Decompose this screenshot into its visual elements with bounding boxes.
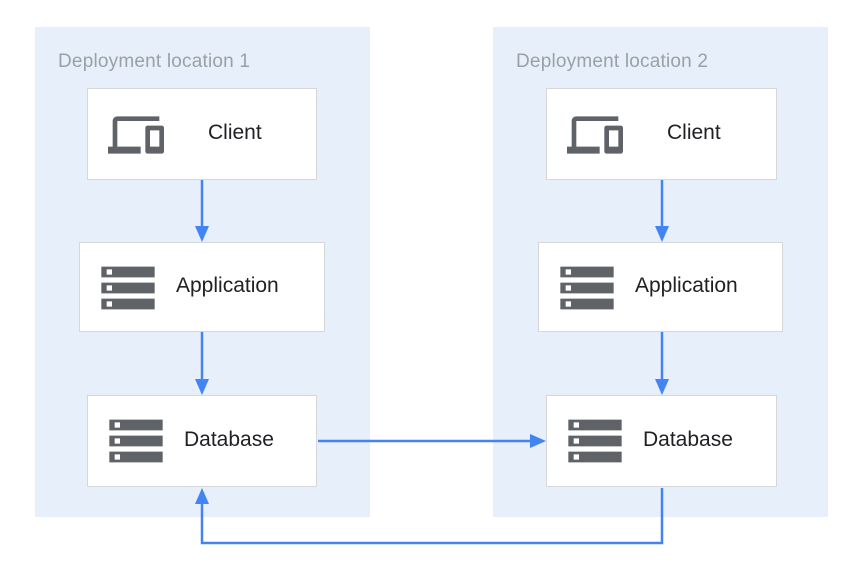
server-stack-icon [104, 409, 168, 473]
node-application-1: Application [79, 242, 325, 332]
panel-title: Deployment location 2 [516, 51, 709, 72]
node-client-1: Client [87, 88, 317, 180]
node-database-2: Database [546, 395, 777, 487]
node-label: Client [208, 121, 262, 145]
node-label: Database [643, 428, 733, 452]
node-label: Client [667, 121, 721, 145]
devices-icon [108, 107, 164, 163]
node-client-2: Client [546, 88, 777, 180]
devices-icon [567, 107, 623, 163]
panel-title: Deployment location 1 [58, 51, 251, 72]
server-stack-icon [563, 409, 627, 473]
server-stack-icon [96, 256, 160, 320]
node-label: Application [635, 274, 738, 298]
server-stack-icon [555, 256, 619, 320]
node-label: Application [176, 274, 279, 298]
node-label: Database [184, 428, 274, 452]
node-database-1: Database [87, 395, 317, 487]
node-application-2: Application [538, 242, 783, 332]
